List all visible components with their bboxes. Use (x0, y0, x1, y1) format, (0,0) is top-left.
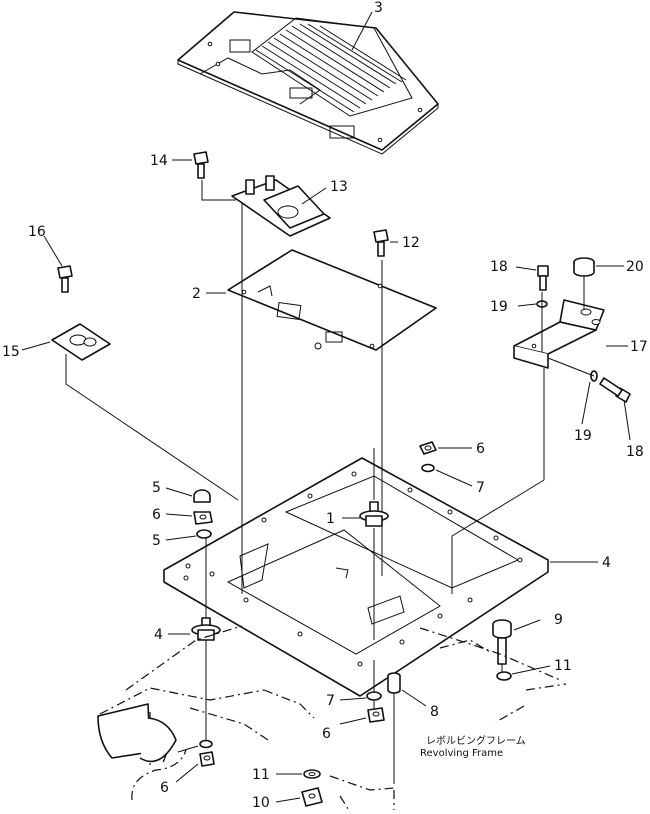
bolt-16 (57, 265, 73, 293)
frame-label-japanese: レボルビングフレーム (426, 734, 526, 747)
bolt-12 (373, 229, 389, 257)
callout-17: 17 (630, 339, 648, 355)
nut-10 (301, 787, 323, 807)
nut-6-upper (419, 441, 437, 455)
callout-19-upper: 19 (490, 299, 508, 315)
callout-4-left: 4 (154, 627, 163, 643)
callout-18-upper: 18 (490, 259, 508, 275)
callout-7-left: 7 (160, 750, 169, 766)
frame-holes (183, 471, 523, 667)
callout-20: 20 (626, 259, 644, 275)
nut-6-lower-left (199, 751, 215, 767)
callout-14: 14 (150, 153, 168, 169)
callout-10: 10 (252, 795, 270, 811)
bolt-18-upper (537, 265, 549, 291)
callout-15: 15 (2, 344, 20, 360)
washer-11-lower (303, 769, 321, 779)
revolving-frame-solid (97, 703, 177, 763)
cap-20 (573, 257, 595, 277)
callout-4-center: 1 (326, 511, 335, 527)
callout-7-upper: 7 (476, 480, 485, 496)
revolving-frame-outline (99, 625, 567, 813)
callout-5-upper: 5 (152, 480, 161, 496)
callout-1: 4 (602, 555, 611, 571)
callout-9: 9 (554, 612, 563, 628)
callout-3: 3 (374, 0, 383, 16)
washer-7-upper (421, 463, 435, 473)
washer-5-left (196, 529, 212, 539)
callout-12: 12 (402, 235, 420, 251)
callout-18-side: 18 (626, 444, 644, 460)
callout-6-upper: 6 (476, 441, 485, 457)
callout-7-center: 7 (326, 693, 335, 709)
floor-plate-2 (227, 249, 437, 351)
callout-16: 16 (28, 224, 46, 240)
washer-11-right (496, 671, 512, 681)
frame-1 (163, 457, 549, 697)
bolt-14 (193, 151, 209, 179)
callout-2: 2 (192, 286, 201, 302)
bolt-9 (492, 619, 512, 665)
bolt-18-side (599, 377, 631, 403)
grille-slats (255, 23, 407, 113)
bracket-17 (513, 299, 605, 369)
pad-15 (51, 323, 111, 361)
callout-6-left: 6 (152, 507, 161, 523)
callout-5-lower: 5 (152, 533, 161, 549)
callout-6-center: 6 (322, 726, 331, 742)
frame-label-english: Revolving Frame (420, 748, 503, 759)
mount-4-left (191, 617, 221, 641)
callout-11-right: 11 (554, 658, 572, 674)
washer-7-left (199, 739, 213, 749)
bracket-13 (231, 175, 331, 237)
nut-6-left (193, 511, 213, 525)
cap-nut-5 (193, 489, 211, 503)
callout-6-lower-left: 6 (160, 780, 169, 796)
callout-8: 8 (430, 704, 439, 720)
callout-13: 13 (330, 179, 348, 195)
washer-7-center (366, 691, 382, 701)
spacer-8 (387, 672, 401, 694)
callout-19-side: 19 (574, 428, 592, 444)
nut-6-center (367, 707, 385, 723)
callout-11-lower: 11 (252, 767, 270, 783)
mount-4-center (359, 501, 389, 527)
leader-c3 (351, 11, 373, 51)
cover-plate (177, 11, 439, 155)
